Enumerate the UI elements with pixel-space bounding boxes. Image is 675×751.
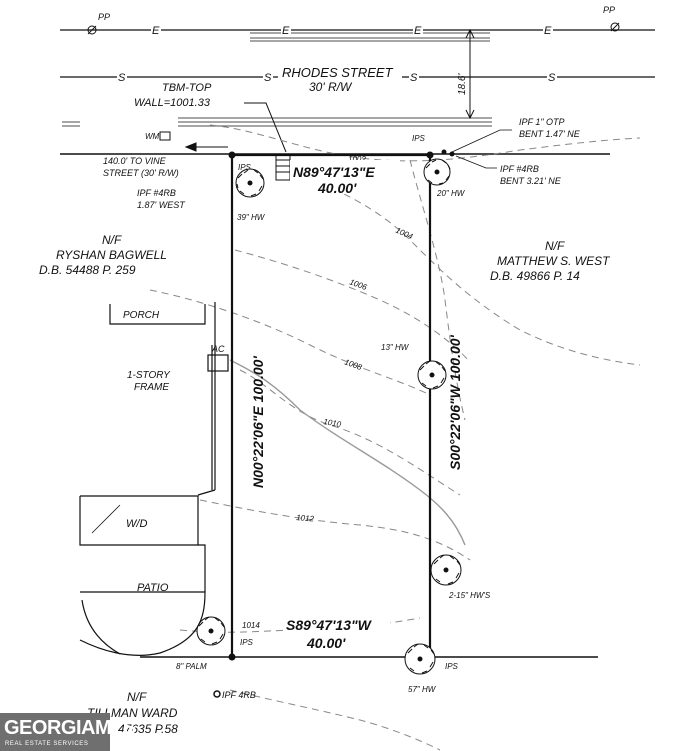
- neighbor-west-name: RYSHAN BAGWELL: [56, 248, 167, 262]
- contour-label: 1002: [348, 155, 366, 164]
- property-boundary: [140, 153, 598, 658]
- pin-icon: [213, 690, 221, 698]
- pin-label: IPS: [238, 163, 252, 172]
- tree-icon-57-hw: [404, 643, 436, 675]
- power-pole-symbols: [87, 22, 620, 35]
- neighbor-east-deed: D.B. 49866 P. 14: [490, 269, 580, 283]
- watermark-brand: GEORGIAMLS: [4, 717, 136, 739]
- tree-label: 13" HW: [381, 343, 410, 352]
- bearing-south: S89°47'13"W: [286, 617, 373, 633]
- neighbor-south-deed: 47635 P.58: [118, 722, 178, 736]
- tree-icon-15-hw: [430, 554, 462, 586]
- contour-label: 1014: [242, 621, 260, 630]
- tree-icons: [196, 158, 462, 675]
- sewer-label: S: [264, 72, 272, 84]
- street-label-mask: [278, 64, 402, 92]
- frame-label-2: FRAME: [134, 382, 169, 393]
- neighbor-house: [79, 302, 229, 656]
- frame-label-1: 1-STORY: [127, 370, 171, 381]
- bearing-mask: [290, 160, 400, 194]
- pin-label: 1.87' WEST: [137, 200, 186, 210]
- electric-label: E: [152, 25, 160, 37]
- bearing-north-dist: 40.00': [317, 180, 357, 196]
- distance-note-line1: 140.0' TO VINE: [103, 156, 167, 166]
- contour-lines: [149, 124, 641, 751]
- pin-label: IPF #4RB: [137, 188, 176, 198]
- street-row: 30' R/W: [309, 80, 353, 94]
- pin-leader: [455, 155, 497, 169]
- vine-street-arrow: [184, 142, 228, 152]
- street-width-dim: 18.6': [457, 73, 468, 95]
- street-name: RHODES STREET: [282, 65, 394, 80]
- neighbor-south-nf: N/F: [127, 690, 147, 704]
- pin-label: BENT 1.47' NE: [519, 129, 581, 139]
- tree-label: 8" PALM: [176, 662, 207, 671]
- contour-label: 1010: [323, 417, 343, 429]
- pin-label: IPF 4RB: [222, 690, 256, 700]
- neighbor-east-nf: N/F: [545, 239, 565, 253]
- sewer-line-labels: S S S S: [117, 70, 557, 84]
- benchmark-line1: TBM-TOP: [162, 82, 212, 94]
- pin-label: BENT 3.21' NE: [500, 176, 562, 186]
- pin-label: IPF 1" OTP: [519, 117, 565, 127]
- neighbor-east-name: MATTHEW S. WEST: [497, 254, 611, 268]
- benchmark-line2: WALL=1001.33: [134, 97, 211, 109]
- water-meter-label: WM: [145, 132, 160, 141]
- tree-label: 39" HW: [237, 213, 266, 222]
- sewer-label: S: [548, 72, 556, 84]
- watermark-subtitle: REAL ESTATE SERVICES: [5, 741, 89, 747]
- ac-label: AC: [211, 344, 225, 354]
- tree-label: 2-15" HW'S: [448, 591, 491, 600]
- steps-symbol: [275, 153, 291, 181]
- porch-label: PORCH: [123, 310, 160, 321]
- contour-label: 1004: [394, 226, 414, 242]
- tree-icon-20-hw: [423, 158, 451, 186]
- water-meter-icon: [159, 131, 171, 141]
- electric-label: E: [282, 25, 290, 37]
- benchmark-leader: [244, 102, 287, 153]
- pin-label: IPS: [240, 638, 254, 647]
- pin-label: IPF #4RB: [500, 164, 539, 174]
- bearing-south-dist: 40.00': [306, 635, 346, 651]
- power-pole-label-1: PP: [98, 12, 110, 22]
- tree-label: 20" HW: [436, 189, 466, 198]
- contour-solid: [229, 359, 466, 546]
- patio-label: PATIO: [137, 582, 169, 594]
- sewer-label: S: [118, 72, 126, 84]
- contour-label: 1006: [348, 277, 368, 292]
- power-pole-label-2: PP: [603, 5, 615, 15]
- pin-label: IPS: [412, 134, 426, 143]
- pin-leader: [451, 129, 512, 153]
- bearing-mask: [284, 614, 390, 648]
- sewer-label: S: [410, 72, 418, 84]
- bearing-west: N00°22'06"E 100.00': [250, 356, 266, 488]
- electric-label: E: [544, 25, 552, 37]
- electric-label: E: [414, 25, 422, 37]
- contour-label: 1008: [343, 357, 363, 372]
- electric-line-labels: E E E E: [151, 23, 553, 37]
- bearing-north: N89°47'13"E: [293, 164, 375, 180]
- neighbor-west-deed: D.B. 54488 P. 259: [39, 263, 136, 277]
- neighbor-west-nf: N/F: [102, 233, 122, 247]
- contour-label: 1012: [296, 513, 315, 524]
- wd-label: W/D: [126, 518, 147, 530]
- pin-label: IPS: [445, 662, 459, 671]
- tree-icon-39-hw: [235, 168, 265, 198]
- tree-icon-13-hw: [417, 360, 447, 390]
- bearing-east: S00°22'06"W 100.00': [447, 334, 463, 470]
- georgiamls-watermark: GEORGIAMLS REAL ESTATE SERVICES: [0, 713, 136, 751]
- tree-label: 57" HW: [408, 685, 437, 694]
- tree-icon-8-palm: [196, 616, 226, 646]
- distance-note-line2: STREET (30' R/W): [103, 168, 179, 178]
